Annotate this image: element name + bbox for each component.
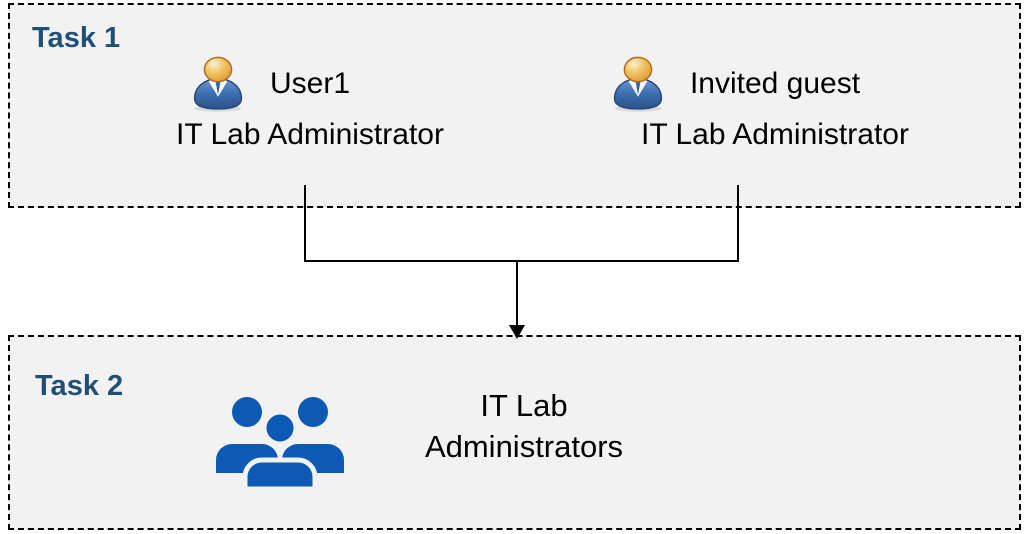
single-user-icon: [613, 56, 663, 112]
user1-role: IT Lab Administrator: [176, 118, 444, 151]
invited-guest-role: IT Lab Administrator: [641, 118, 909, 151]
people-group-icon: [216, 397, 344, 489]
user1-row: User1: [188, 55, 432, 113]
user1-group: User1 IT Lab Administrator: [135, 55, 485, 152]
task2-label: Task 2: [35, 370, 124, 402]
task2-box: Task 2: [8, 335, 1021, 530]
user1-name: User1: [269, 67, 351, 100]
single-user-icon: [193, 56, 243, 112]
group-name: IT Lab Administrators: [424, 388, 624, 464]
task1-box: Task 1: [8, 3, 1021, 208]
invited-guest-name: Invited guest: [689, 67, 861, 100]
task1-label: Task 1: [32, 22, 121, 54]
invited-guest-group: Invited guest IT Lab Administrator: [590, 55, 960, 152]
invited-guest-row: Invited guest: [608, 55, 942, 113]
